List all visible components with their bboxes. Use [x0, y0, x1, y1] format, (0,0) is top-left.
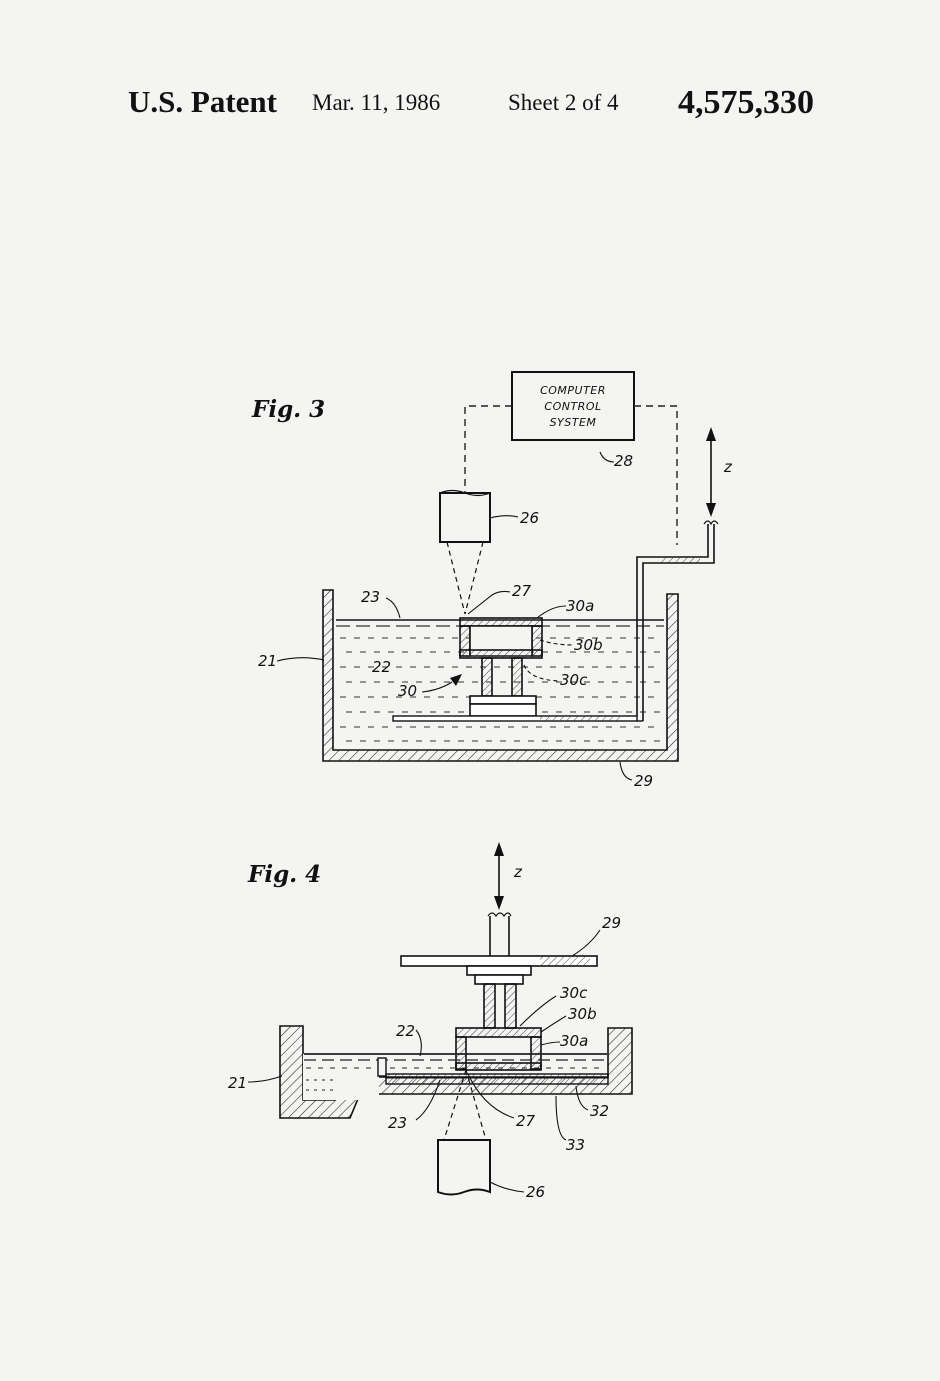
light-source-26-fig4: 26 — [438, 1140, 545, 1201]
label-26: 26 — [520, 509, 539, 527]
label-23: 23 — [361, 588, 380, 606]
label-23-fig4: 23 — [388, 1114, 407, 1132]
z-label-fig4: z — [513, 863, 523, 881]
label-27: 27 — [512, 582, 532, 600]
z-arrow-fig4: z — [494, 842, 523, 910]
label-21-fig4: 21 — [228, 1074, 247, 1092]
fig3-labels: 28 27 23 30a 30b 21 22 30 30c 29 — [258, 452, 653, 790]
window-32 — [386, 1074, 608, 1084]
z-label: z — [723, 458, 733, 476]
z-arrow-fig3: z — [706, 427, 733, 517]
box-line-3: SYSTEM — [550, 416, 597, 429]
fig4-title: Fig. 4 — [247, 861, 321, 888]
label-30b: 30b — [574, 636, 603, 654]
label-30a: 30a — [566, 597, 594, 615]
label-26-fig4: 26 — [526, 1183, 545, 1201]
fig3-title: Fig. 3 — [251, 396, 325, 423]
label-28: 28 — [614, 452, 633, 470]
object-30 — [460, 618, 542, 716]
figure-3: Fig. 3 COMPUTER CONTROL SYSTEM z 26 — [251, 372, 733, 790]
box-line-2: CONTROL — [544, 400, 601, 413]
label-32-fig4: 32 — [590, 1102, 609, 1120]
label-22-fig4: 22 — [396, 1022, 415, 1040]
figure-4: Fig. 4 z 29 — [228, 842, 632, 1201]
label-30a-fig4: 30a — [560, 1032, 588, 1050]
label-30b-fig4: 30b — [568, 1005, 597, 1023]
label-30: 30 — [398, 682, 417, 700]
label-30c: 30c — [560, 671, 588, 689]
label-30c-fig4: 30c — [560, 984, 588, 1002]
elevator-platform-29-fig4: 29 — [401, 913, 621, 966]
label-21: 21 — [258, 652, 277, 670]
box-line-1: COMPUTER — [540, 384, 606, 397]
label-22: 22 — [372, 658, 391, 676]
label-33-fig4: 33 — [566, 1136, 585, 1154]
computer-control-box: COMPUTER CONTROL SYSTEM — [512, 372, 634, 440]
label-29-fig4: 29 — [602, 914, 621, 932]
label-29: 29 — [634, 772, 653, 790]
label-27-fig4: 27 — [516, 1112, 536, 1130]
